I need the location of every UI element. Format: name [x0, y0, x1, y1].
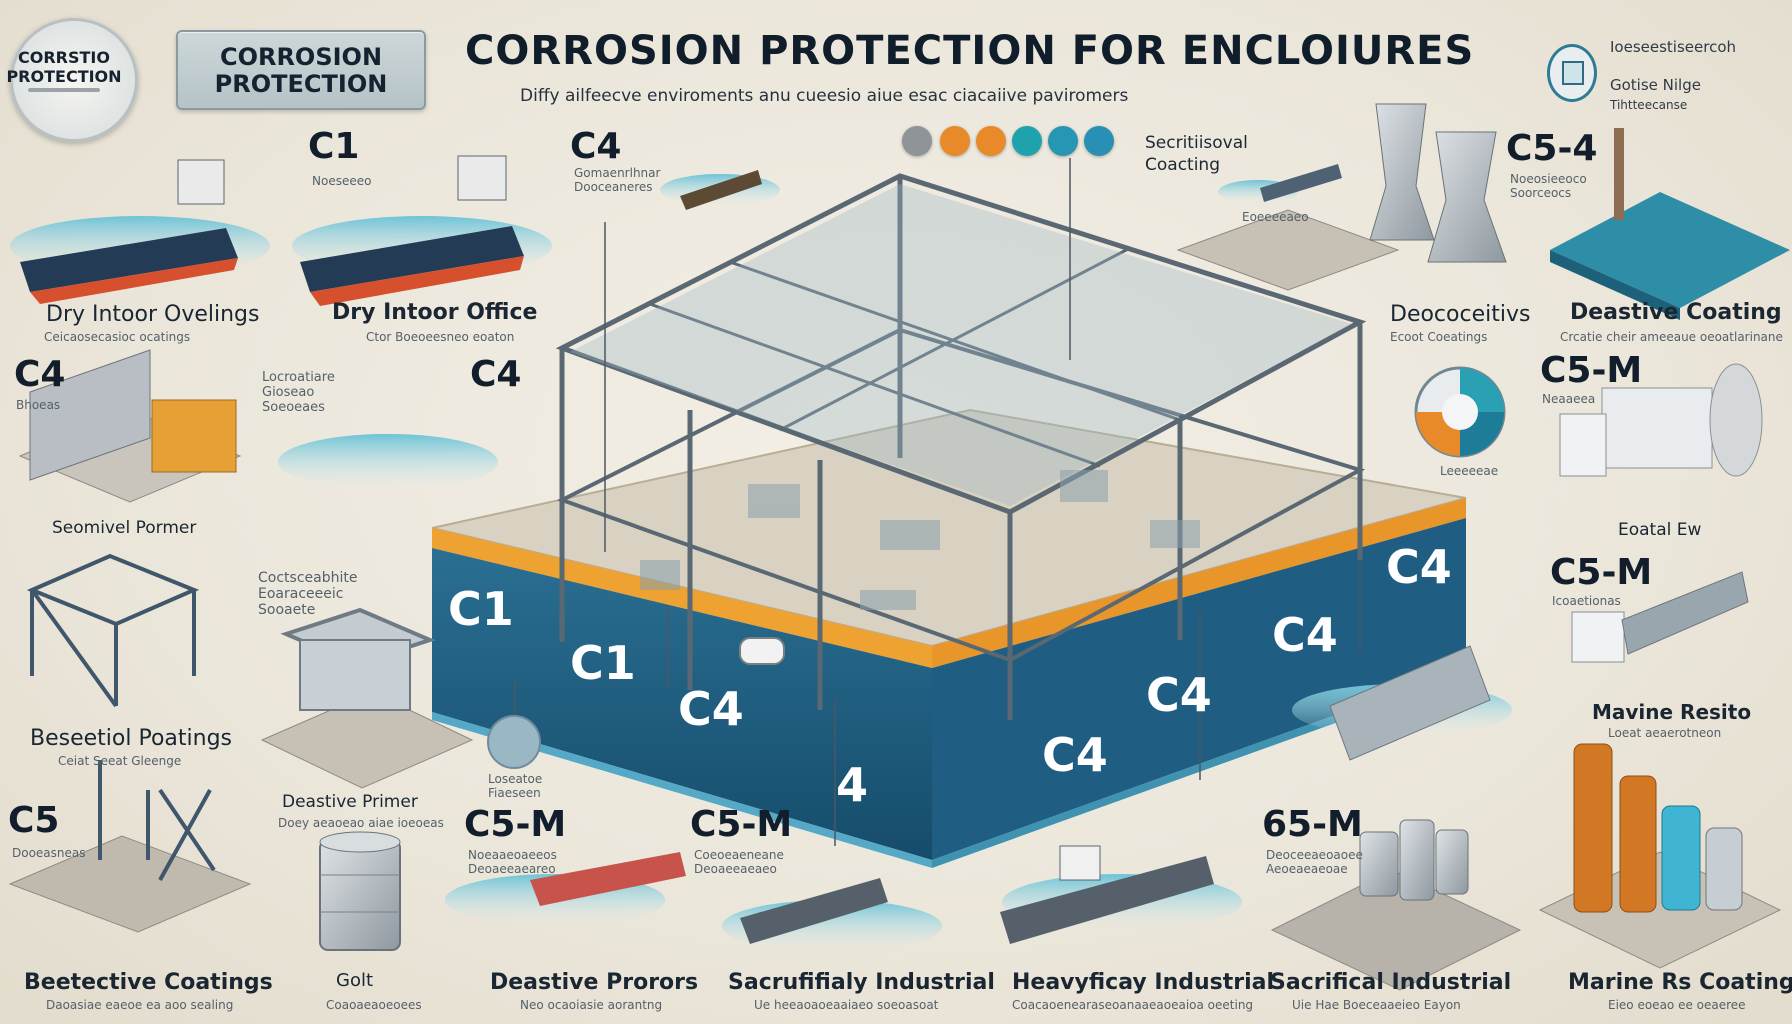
primer-label: Deastive Primer: [282, 792, 418, 812]
sphere-label: Loseatoe Fiaeseen: [488, 772, 543, 800]
tile-sub: Ue heeaoaoeaaiaeo soeoasoat: [754, 998, 939, 1012]
legend-line-1: Ioeseestiseercoh: [1610, 38, 1737, 56]
corrosion-seal: [10, 18, 138, 142]
tile-sub: Ceiat Seeat Gleenge: [58, 754, 182, 768]
tile-caption: Coeoeaeneane Deoaeeaeaeo: [694, 848, 784, 876]
base-code: C4: [1146, 668, 1212, 722]
tile-code: 65-M: [1262, 804, 1363, 845]
ship-label: Eoeeeeaeo: [1242, 210, 1309, 224]
tile-sub: Neo ocaoiasie aorantng: [520, 998, 663, 1012]
seal-text: CORRSTIO PROTECTION: [6, 48, 122, 86]
palette-swatch: [902, 126, 932, 156]
tile-caption: Locroatiare Gioseao Soeoeaes: [262, 370, 335, 415]
frame-structures: [26, 553, 436, 881]
tile-code: C5-4: [1506, 128, 1598, 169]
base-code: C1: [570, 636, 636, 690]
cooling-towers: [1369, 103, 1624, 263]
barrel-icon: [319, 831, 401, 951]
sphere-marker: [487, 715, 541, 769]
pie-icon: [1414, 366, 1506, 458]
ship-icons: [20, 155, 1342, 944]
tile-label: Deastive Coating: [1570, 300, 1782, 325]
palette-swatch: [1048, 126, 1078, 156]
tile-caption: Noeaaeoaeeos Deoaeeaeareo: [468, 848, 557, 876]
tile-caption: Icoaetionas: [1552, 594, 1621, 608]
tile-label: Sacrifical Industrial: [1270, 970, 1512, 995]
tile-caption: Noeseeeo: [312, 174, 372, 188]
tile-caption: Deoceeaeoaoee Aeoeaeaeoae: [1266, 848, 1363, 876]
legend-line-3: Tihtteecanse: [1610, 98, 1688, 112]
frame-glazing: [570, 184, 1352, 506]
palette-title: Secritiisoval Coacting: [1145, 133, 1248, 175]
tile-code: C4: [470, 354, 522, 395]
storage-tanks: [1359, 819, 1469, 901]
tile-caption: Neaaeea: [1542, 392, 1596, 406]
tile-caption: Dooeasneas: [12, 846, 86, 860]
tile-label: Marine Rs Coatings: [1568, 970, 1792, 995]
palette-swatch: [1012, 126, 1042, 156]
base-code: C4: [1386, 540, 1452, 594]
leader-lines: [514, 158, 1361, 846]
tile-code: C5: [8, 800, 60, 841]
base-code: C4: [678, 682, 744, 736]
tile-sub: Ctor Boeoeesneo eoaton: [366, 330, 515, 344]
tile-label: Sacrufifialy Industrial: [728, 970, 995, 995]
container-icons: [29, 349, 1763, 761]
tile-label: Eoatal Ew: [1618, 520, 1702, 540]
tile-code: C5-M: [1540, 350, 1643, 391]
palette-swatch: [940, 126, 970, 156]
tile-sub: Coaoaeaoeoees: [326, 998, 422, 1012]
tile-sub: Ecoot Coeatings: [1390, 330, 1488, 344]
tile-label: Mavine Resito: [1592, 700, 1752, 724]
tile-label: Heavyficay Industrial: [1012, 970, 1275, 995]
tile-sub: Ceicaosecasioc ocatings: [44, 330, 191, 344]
tile-caption: Bhoeas: [16, 398, 61, 412]
tile-caption: Gomaenrlhnar Dooceaneres: [574, 166, 661, 194]
tile-caption: Noeosieeoco Soorceocs: [1510, 172, 1587, 200]
page-title: CORROSION PROTECTION FOR ENCLOIURES: [465, 28, 1475, 74]
palette-swatch: [976, 126, 1006, 156]
tile-label: Dry Intoor Ovelings: [46, 302, 260, 327]
tile-label: Beseetiol Poatings: [30, 726, 232, 751]
primer-sub: Doey aeaoeao aiae ioeoeas: [278, 816, 444, 830]
document-icon: [1547, 44, 1597, 102]
title-badge: CORROSION PROTECTION: [176, 30, 426, 110]
tile-sub: Eieo eoeao ee oeaeree: [1608, 998, 1746, 1012]
tile-sub: Crcatie cheir ameeaue oeoatlarinane: [1560, 330, 1783, 344]
base-code: C4: [1272, 608, 1338, 662]
tile-sub: Uie Hae Boeceaaeieo Eayon: [1292, 998, 1461, 1012]
page-subtitle: Diffy ailfeecve enviroments anu cueesio …: [520, 86, 1129, 106]
pie-icon-label: Leeeeeae: [1440, 464, 1499, 478]
tile-label: Dry Intoor Office: [332, 300, 538, 325]
palette-swatch: [1084, 126, 1114, 156]
legend-line-2: Gotise Nilge: [1610, 76, 1701, 94]
tile-label: Golt: [336, 970, 374, 991]
frame-equipment: [640, 470, 1200, 610]
coating-cylinders: [1573, 743, 1743, 913]
steel-frame: [555, 173, 1367, 720]
seal-underline: [28, 88, 100, 92]
base-code: C4: [1042, 728, 1108, 782]
tile-code: C4: [14, 354, 66, 395]
base-code: C1: [448, 582, 514, 636]
tile-label: Beetective Coatings: [24, 970, 273, 995]
tile-code: C5-M: [464, 804, 567, 845]
tile-sub: Daoasiae eaeoe ea aoo sealing: [46, 998, 234, 1012]
car-illustration: [739, 637, 785, 665]
tile-sub: Coacaoenearaseoanaaeaoeaioa oeeting: [1012, 998, 1254, 1012]
tile-code: C5-M: [1550, 552, 1653, 593]
tile-label: Seomivel Pormer: [52, 518, 197, 538]
tile-code: C1: [308, 126, 360, 167]
tile-code: C4: [570, 126, 622, 167]
tile-label: Deococeitivs: [1390, 302, 1531, 327]
tile-caption: Coctsceabhite Eoaraceeeic Sooaete: [258, 570, 358, 618]
tile-code: C5-M: [690, 804, 793, 845]
tile-label: Deastive Prorors: [490, 970, 699, 995]
tile-sub: Loeat aeaerotneon: [1608, 726, 1722, 740]
base-code: 4: [836, 758, 869, 812]
